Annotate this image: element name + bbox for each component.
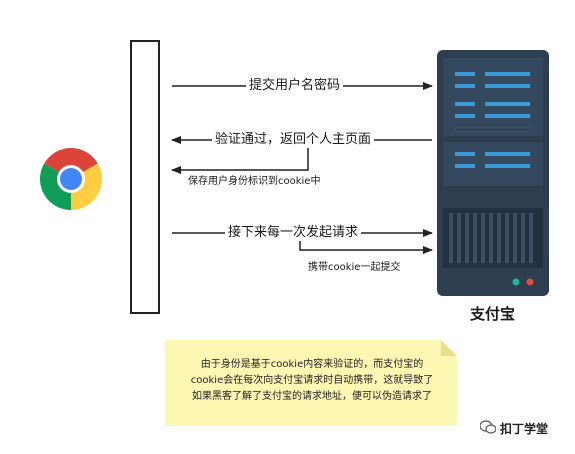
note-folded-corner <box>441 340 457 356</box>
led-green <box>512 278 520 286</box>
label-submit-credentials: 提交用户名密码 <box>246 78 344 94</box>
brand-watermark: 扣丁学堂 <box>500 422 549 436</box>
label-carry-cookie: 携带cookie一起提交 <box>308 262 401 273</box>
led-red <box>526 278 534 286</box>
note-line-3: 如果黑客了解了支付宝的请求地址，便可以伪造请求了 <box>192 391 432 402</box>
label-each-request: 接下来每一次发起请求 <box>225 225 362 241</box>
wechat-icon <box>480 420 496 434</box>
server-label: 支付宝 <box>470 305 516 323</box>
chrome-icon <box>40 148 102 210</box>
note-text: 由于身份是基于cookie内容来验证的，而支付宝的 cookie会在每次向支付宝… <box>170 357 454 405</box>
label-return-homepage: 验证通过，返回个人主页面 <box>212 132 375 148</box>
arrow-save-cookie <box>171 140 309 174</box>
server-icon <box>437 50 549 296</box>
browser-timeline-bar <box>130 40 160 314</box>
note-line-1: 由于身份是基于cookie内容来验证的，而支付宝的 <box>200 359 424 370</box>
label-save-cookie: 保存用户身份标识到cookie中 <box>188 176 321 187</box>
warning-note <box>165 340 457 426</box>
note-line-2: cookie会在每次向支付宝请求时自动携带，这就导致了 <box>190 375 434 386</box>
